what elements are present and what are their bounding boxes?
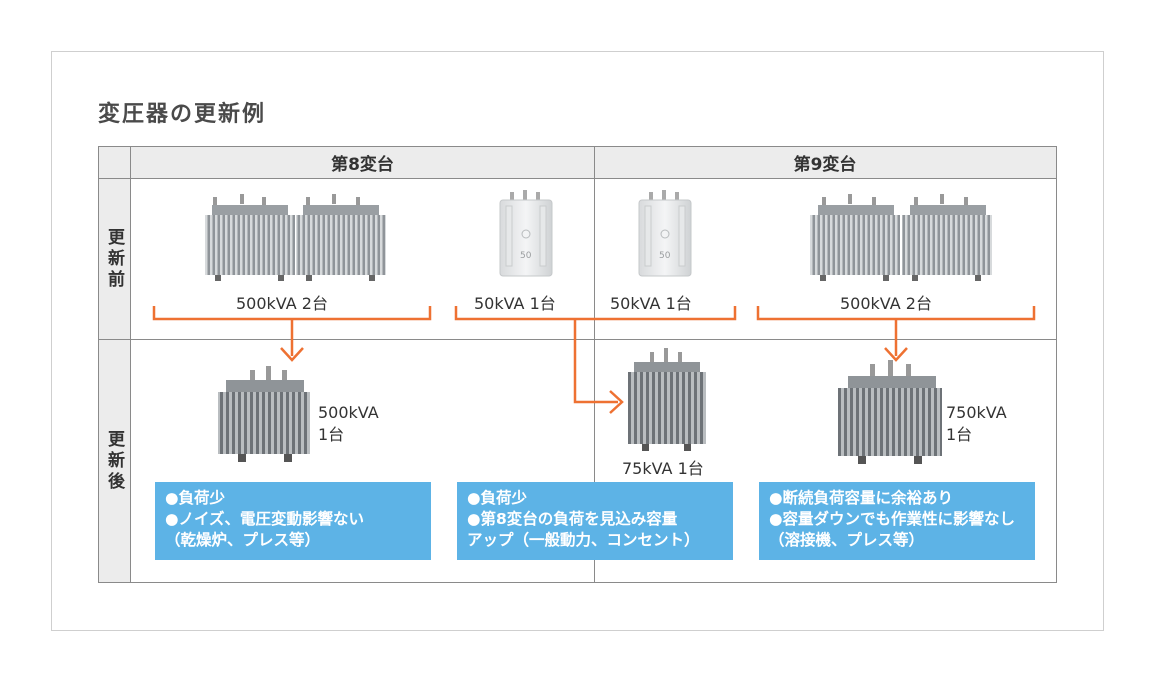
note-1-line-3: （乾燥炉、プレス等） xyxy=(165,531,321,549)
caption-after-3-count: 1台 xyxy=(946,425,973,444)
col-header-8: 第8変台 xyxy=(131,147,594,179)
col-header-9: 第9変台 xyxy=(594,147,1056,179)
caption-before-4: 500kVA 2台 xyxy=(840,294,932,313)
note-1-line-1: ●負荷少 xyxy=(165,489,226,507)
note-1-line-2: ●ノイズ、電圧変動影響ない xyxy=(165,510,365,528)
outer-frame xyxy=(51,51,1104,631)
note-3-line-1: ●断続負荷容量に余裕あり xyxy=(769,489,954,507)
caption-before-2: 50kVA 1台 xyxy=(474,294,556,313)
note-box-3: ●断続負荷容量に余裕あり ●容量ダウンでも作業性に影響なし （溶接機、プレス等） xyxy=(759,482,1035,560)
caption-after-3: 750kVA 1台 xyxy=(946,402,1007,446)
note-2-line-2: ●第8変台の負荷を見込み容量 xyxy=(467,510,678,528)
caption-after-1: 500kVA 1台 xyxy=(318,402,379,446)
note-2-line-1: ●負荷少 xyxy=(467,489,528,507)
row-divider xyxy=(131,339,1056,340)
row-label-before: 更新前 xyxy=(99,179,131,340)
page-title: 変圧器の更新例 xyxy=(98,102,267,127)
note-3-line-2: ●容量ダウンでも作業性に影響なし xyxy=(769,510,1016,528)
note-2-line-3: アップ（一般動力、コンセント） xyxy=(467,531,700,549)
comparison-table: 第8変台 第9変台 更新前 更新後 xyxy=(98,146,1057,583)
caption-before-1: 500kVA 2台 xyxy=(236,294,328,313)
caption-after-1-capacity: 500kVA xyxy=(318,403,379,422)
note-box-1: ●負荷少 ●ノイズ、電圧変動影響ない （乾燥炉、プレス等） xyxy=(155,482,431,560)
corner-cell xyxy=(99,147,131,179)
note-box-2: ●負荷少 ●第8変台の負荷を見込み容量 アップ（一般動力、コンセント） xyxy=(457,482,733,560)
caption-after-3-capacity: 750kVA xyxy=(946,403,1007,422)
caption-before-3: 50kVA 1台 xyxy=(610,294,692,313)
caption-after-2: 75kVA 1台 xyxy=(622,459,704,478)
note-3-line-3: （溶接機、プレス等） xyxy=(769,531,925,549)
row-label-after: 更新後 xyxy=(99,340,131,582)
caption-after-1-count: 1台 xyxy=(318,425,345,444)
